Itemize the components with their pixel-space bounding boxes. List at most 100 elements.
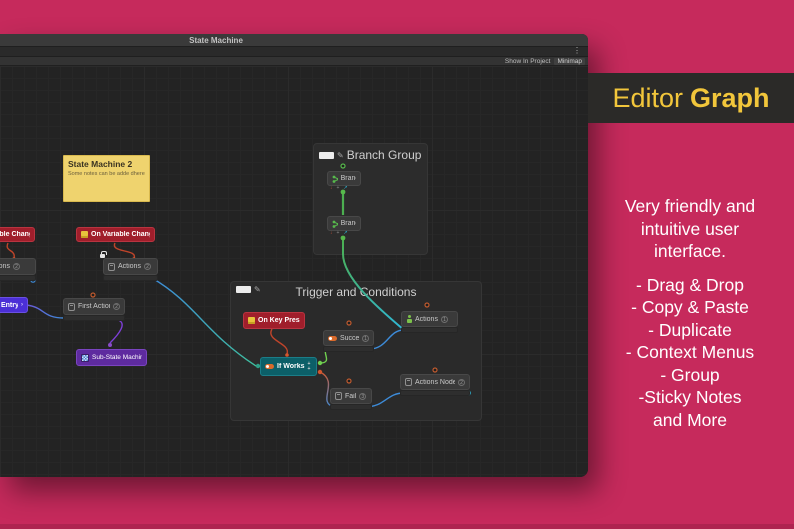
group-branch[interactable]: ✎ Branch Group (313, 143, 428, 255)
condition-icon (265, 364, 274, 369)
node-actions-group[interactable]: Actions 1 (401, 311, 458, 327)
plus-icon[interactable]: + (307, 366, 311, 372)
node-on-variable-change-left[interactable]: On Variable Change (0, 227, 35, 242)
editor-window: State Machine ⋮ Show In Project Minimap … (0, 34, 588, 477)
minimap-toggle-button[interactable]: Minimap (554, 57, 585, 65)
plus-icon[interactable]: + (336, 230, 340, 236)
feature-item: -Sticky Notes (638, 387, 742, 407)
node-label: On Key Press (258, 317, 300, 324)
node-label: Branch (340, 175, 356, 182)
branch-mini-icons: ↓ + ↗ (330, 231, 348, 236)
node-footer (330, 404, 372, 410)
wire-layer (6, 163, 471, 410)
port-trigger[interactable] (346, 320, 352, 326)
port-trigger[interactable] (90, 292, 96, 298)
plus-icon[interactable]: + (307, 361, 311, 367)
intro-line: interface. (654, 241, 726, 261)
node-branch-2[interactable]: Branch (327, 216, 361, 231)
chevron-right-icon: › (21, 302, 23, 308)
window-title: State Machine (189, 36, 243, 45)
node-label: Actions (415, 315, 438, 323)
banner-title-bold: Graph (690, 82, 770, 113)
count-badge: 2 (458, 378, 465, 386)
node-label: Branch (340, 220, 356, 227)
count-badge: 2 (143, 263, 151, 270)
node-on-key-press[interactable]: On Key Press (243, 312, 305, 329)
wire (6, 242, 15, 259)
add-transition-buttons[interactable]: + + (307, 361, 311, 372)
port-out[interactable] (340, 189, 346, 195)
wire (342, 238, 405, 331)
intro-line: Very friendly and (624, 196, 756, 216)
node-label: On Variable Change (0, 231, 30, 238)
count-badge: 3 (359, 392, 367, 400)
wire (109, 319, 123, 344)
arrow-out-icon[interactable]: ↗ (343, 230, 348, 236)
wire (151, 277, 257, 367)
color-swatch[interactable] (236, 286, 251, 293)
plus-icon[interactable]: + (336, 185, 340, 191)
wire (368, 329, 405, 350)
graph-canvas[interactable]: ✎ Branch Group ✎ Trigger and Conditions (0, 66, 588, 477)
wire (270, 328, 288, 355)
sticky-note[interactable]: State Machine 2 Some notes can be adde d… (63, 155, 150, 202)
port-out-true[interactable] (317, 360, 323, 366)
port-in[interactable] (108, 343, 112, 347)
port-in[interactable] (340, 163, 346, 169)
node-footer (63, 315, 125, 321)
node-on-variable-change[interactable]: On Variable Change (76, 227, 155, 242)
actor-icon (406, 315, 412, 323)
branch-icon (332, 220, 338, 228)
node-actions-node[interactable]: Actions Node 2 (400, 374, 470, 390)
arrow-down-icon[interactable]: ↓ (330, 185, 333, 191)
port-trigger[interactable] (346, 378, 352, 384)
group-branch-header: ✎ Branch Group (319, 148, 421, 162)
node-footer (103, 275, 158, 281)
port-out[interactable] (340, 235, 346, 241)
node-entry[interactable]: Entry › (0, 297, 28, 313)
feature-item: - Group (660, 364, 720, 385)
wire (113, 242, 135, 259)
actions-icon (68, 302, 75, 311)
feature-text: Very friendly and intuitive user interfa… (586, 195, 794, 431)
node-if-works[interactable]: If Works + + (260, 357, 317, 376)
arrow-down-icon[interactable]: ↓ (330, 230, 333, 236)
node-sub-state-machine[interactable]: Sub-State Machine (76, 349, 147, 366)
count-badge: 1 (362, 334, 369, 342)
count-badge: 2 (12, 263, 20, 270)
node-label: On Variable Change (91, 231, 150, 238)
port-in[interactable] (255, 363, 261, 369)
condition-icon (328, 335, 337, 341)
node-label: Entry (0, 301, 18, 309)
port-trigger[interactable] (432, 367, 438, 373)
port-out-false[interactable] (317, 369, 323, 375)
node-first-actions[interactable]: First Actions 2 (63, 298, 125, 315)
port-trigger[interactable] (424, 302, 430, 308)
arrow-out-icon[interactable]: ↗ (343, 185, 348, 191)
edit-pencil-icon[interactable]: ✎ (337, 150, 344, 160)
node-label: Actions (0, 263, 10, 270)
group-trigger-title: Trigger and Conditions (295, 285, 417, 299)
node-label: If Works (277, 363, 305, 370)
node-fail[interactable]: Fail 3 (330, 388, 372, 404)
show-in-project-button[interactable]: Show In Project (504, 57, 551, 65)
count-badge: 2 (113, 303, 120, 310)
node-footer (401, 327, 458, 333)
group-trigger-header: ✎ (236, 285, 261, 294)
color-swatch[interactable] (319, 151, 334, 159)
group-branch-title: Branch Group (346, 148, 422, 162)
kebab-menu-icon[interactable]: ⋮ (573, 46, 581, 55)
node-actions-mid[interactable]: Actions 2 (103, 258, 158, 275)
node-footer (0, 275, 36, 281)
feature-item: - Drag & Drop (636, 274, 744, 295)
node-footer (400, 390, 470, 396)
window-title-bar[interactable]: State Machine (0, 34, 588, 47)
branch-icon (332, 175, 338, 183)
actions-icon (335, 392, 342, 400)
node-branch-1[interactable]: Branch (327, 171, 361, 186)
edit-pencil-icon[interactable]: ✎ (254, 285, 261, 294)
variable-icon (81, 231, 88, 238)
node-actions-left[interactable]: Actions 2 (0, 258, 36, 275)
node-success[interactable]: Success 1 (323, 330, 374, 346)
node-label: Sub-State Machine (92, 354, 142, 361)
